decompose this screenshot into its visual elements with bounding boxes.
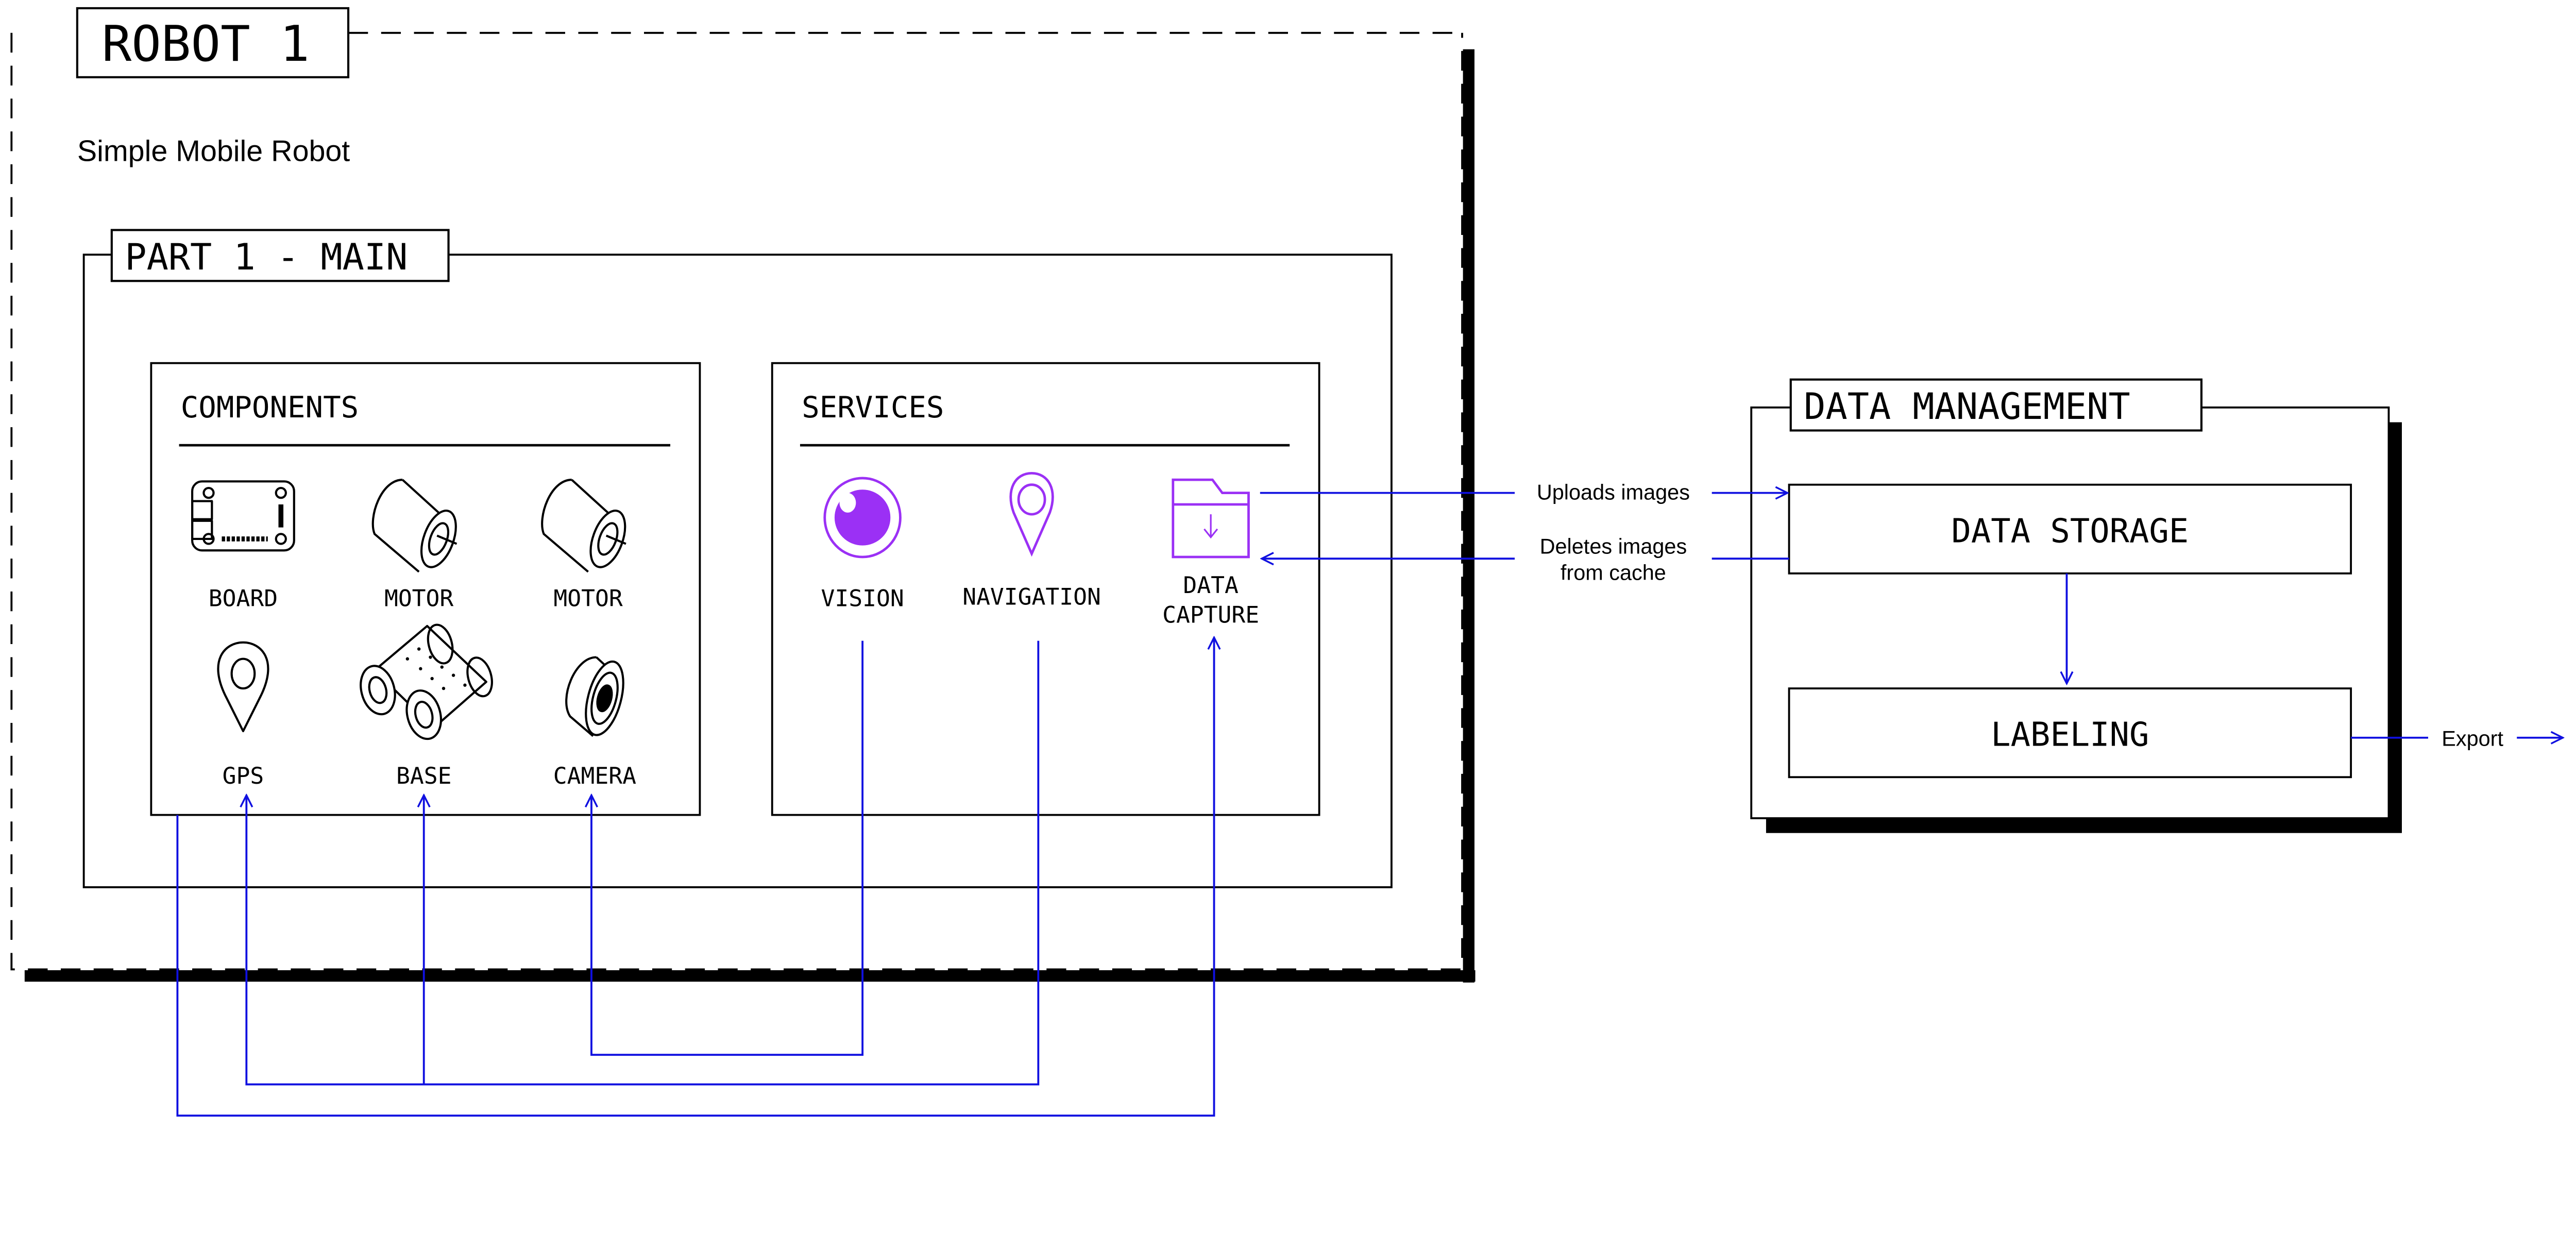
services-border	[771, 362, 1320, 816]
internal-connectors	[176, 637, 1214, 1117]
rover-base-icon	[360, 623, 493, 740]
service-label-line2: CAPTURE	[1162, 602, 1259, 629]
labeling-box[interactable]: LABELING	[1788, 687, 2352, 779]
data-management-title: DATA MANAGEMENT	[1804, 385, 2130, 428]
external-flows: Uploads images Deletes images from cache…	[1260, 480, 2563, 750]
part-title-box	[110, 229, 450, 282]
component-gps[interactable]: GPS	[217, 641, 269, 789]
service-label-line1: DATA	[1183, 572, 1239, 599]
architecture-diagram: ROBOT 1 Simple Mobile Robot PART 1 - MAI…	[10, 7, 2576, 1117]
map-pin-icon	[1009, 471, 1054, 557]
data-storage-box[interactable]: DATA STORAGE	[1788, 483, 2352, 575]
connector-navigation-to-gps	[246, 640, 1040, 1086]
component-motor[interactable]: MOTOR	[541, 479, 632, 612]
part-frame: PART 1 - MAIN	[82, 229, 1393, 888]
uploads-label: Uploads images	[1537, 480, 1690, 504]
component-label: BOARD	[209, 585, 278, 612]
folder-download-icon	[1172, 478, 1250, 559]
service-data-capture[interactable]: DATA CAPTURE	[1162, 478, 1259, 629]
service-vision[interactable]: VISION	[821, 477, 904, 612]
data-management-title-box	[1789, 378, 2203, 432]
components-title: COMPONENTS	[181, 390, 359, 425]
component-label: MOTOR	[384, 585, 453, 612]
deletes-label-bg	[1515, 529, 1712, 585]
component-label: CAMERA	[553, 763, 636, 789]
data-management-border	[1750, 406, 2390, 819]
services-title: SERVICES	[802, 390, 944, 425]
part-border	[82, 254, 1393, 888]
labeling-label: LABELING	[1991, 716, 2149, 754]
robot-title-box	[76, 7, 350, 78]
eye-icon	[823, 477, 902, 559]
robot-frame: ROBOT 1 Simple Mobile Robot	[10, 7, 1476, 983]
robot-subtitle: Simple Mobile Robot	[77, 135, 350, 168]
data-storage-label: DATA STORAGE	[1952, 512, 2189, 550]
component-label: MOTOR	[553, 585, 622, 612]
camera-icon	[565, 656, 624, 737]
component-label: BASE	[396, 763, 451, 789]
component-motor[interactable]: MOTOR	[371, 479, 463, 612]
connector-components-to-data-capture	[176, 637, 1214, 1117]
components-panel: COMPONENTS BOARD MOTOR	[150, 362, 701, 816]
component-camera[interactable]: CAMERA	[553, 656, 636, 790]
motor-icon	[371, 479, 457, 573]
connector-vision-to-camera	[591, 640, 864, 1056]
part-title: PART 1 - MAIN	[125, 236, 408, 278]
components-border	[150, 362, 701, 816]
deletes-label-line1: Deletes images	[1540, 534, 1687, 559]
component-board[interactable]: BOARD	[191, 480, 295, 612]
component-label: GPS	[223, 763, 264, 789]
robot-title: ROBOT 1	[102, 15, 310, 73]
service-label: NAVIGATION	[962, 583, 1101, 610]
motor-icon	[541, 479, 626, 573]
data-management-panel: DATA MANAGEMENT DATA STORAGE LABELING	[1750, 378, 2402, 833]
robot-frame-border	[10, 31, 1463, 971]
deletes-label-line2: from cache	[1561, 561, 1666, 585]
export-label: Export	[2442, 727, 2503, 751]
services-panel: SERVICES VISION NAVIGATION DATA	[771, 362, 1320, 816]
robot-frame-shadow	[24, 49, 1476, 983]
component-base[interactable]: BASE	[355, 622, 496, 789]
service-label: VISION	[821, 585, 904, 612]
board-icon	[191, 480, 295, 552]
map-pin-icon	[217, 641, 269, 733]
service-navigation[interactable]: NAVIGATION	[962, 471, 1101, 610]
